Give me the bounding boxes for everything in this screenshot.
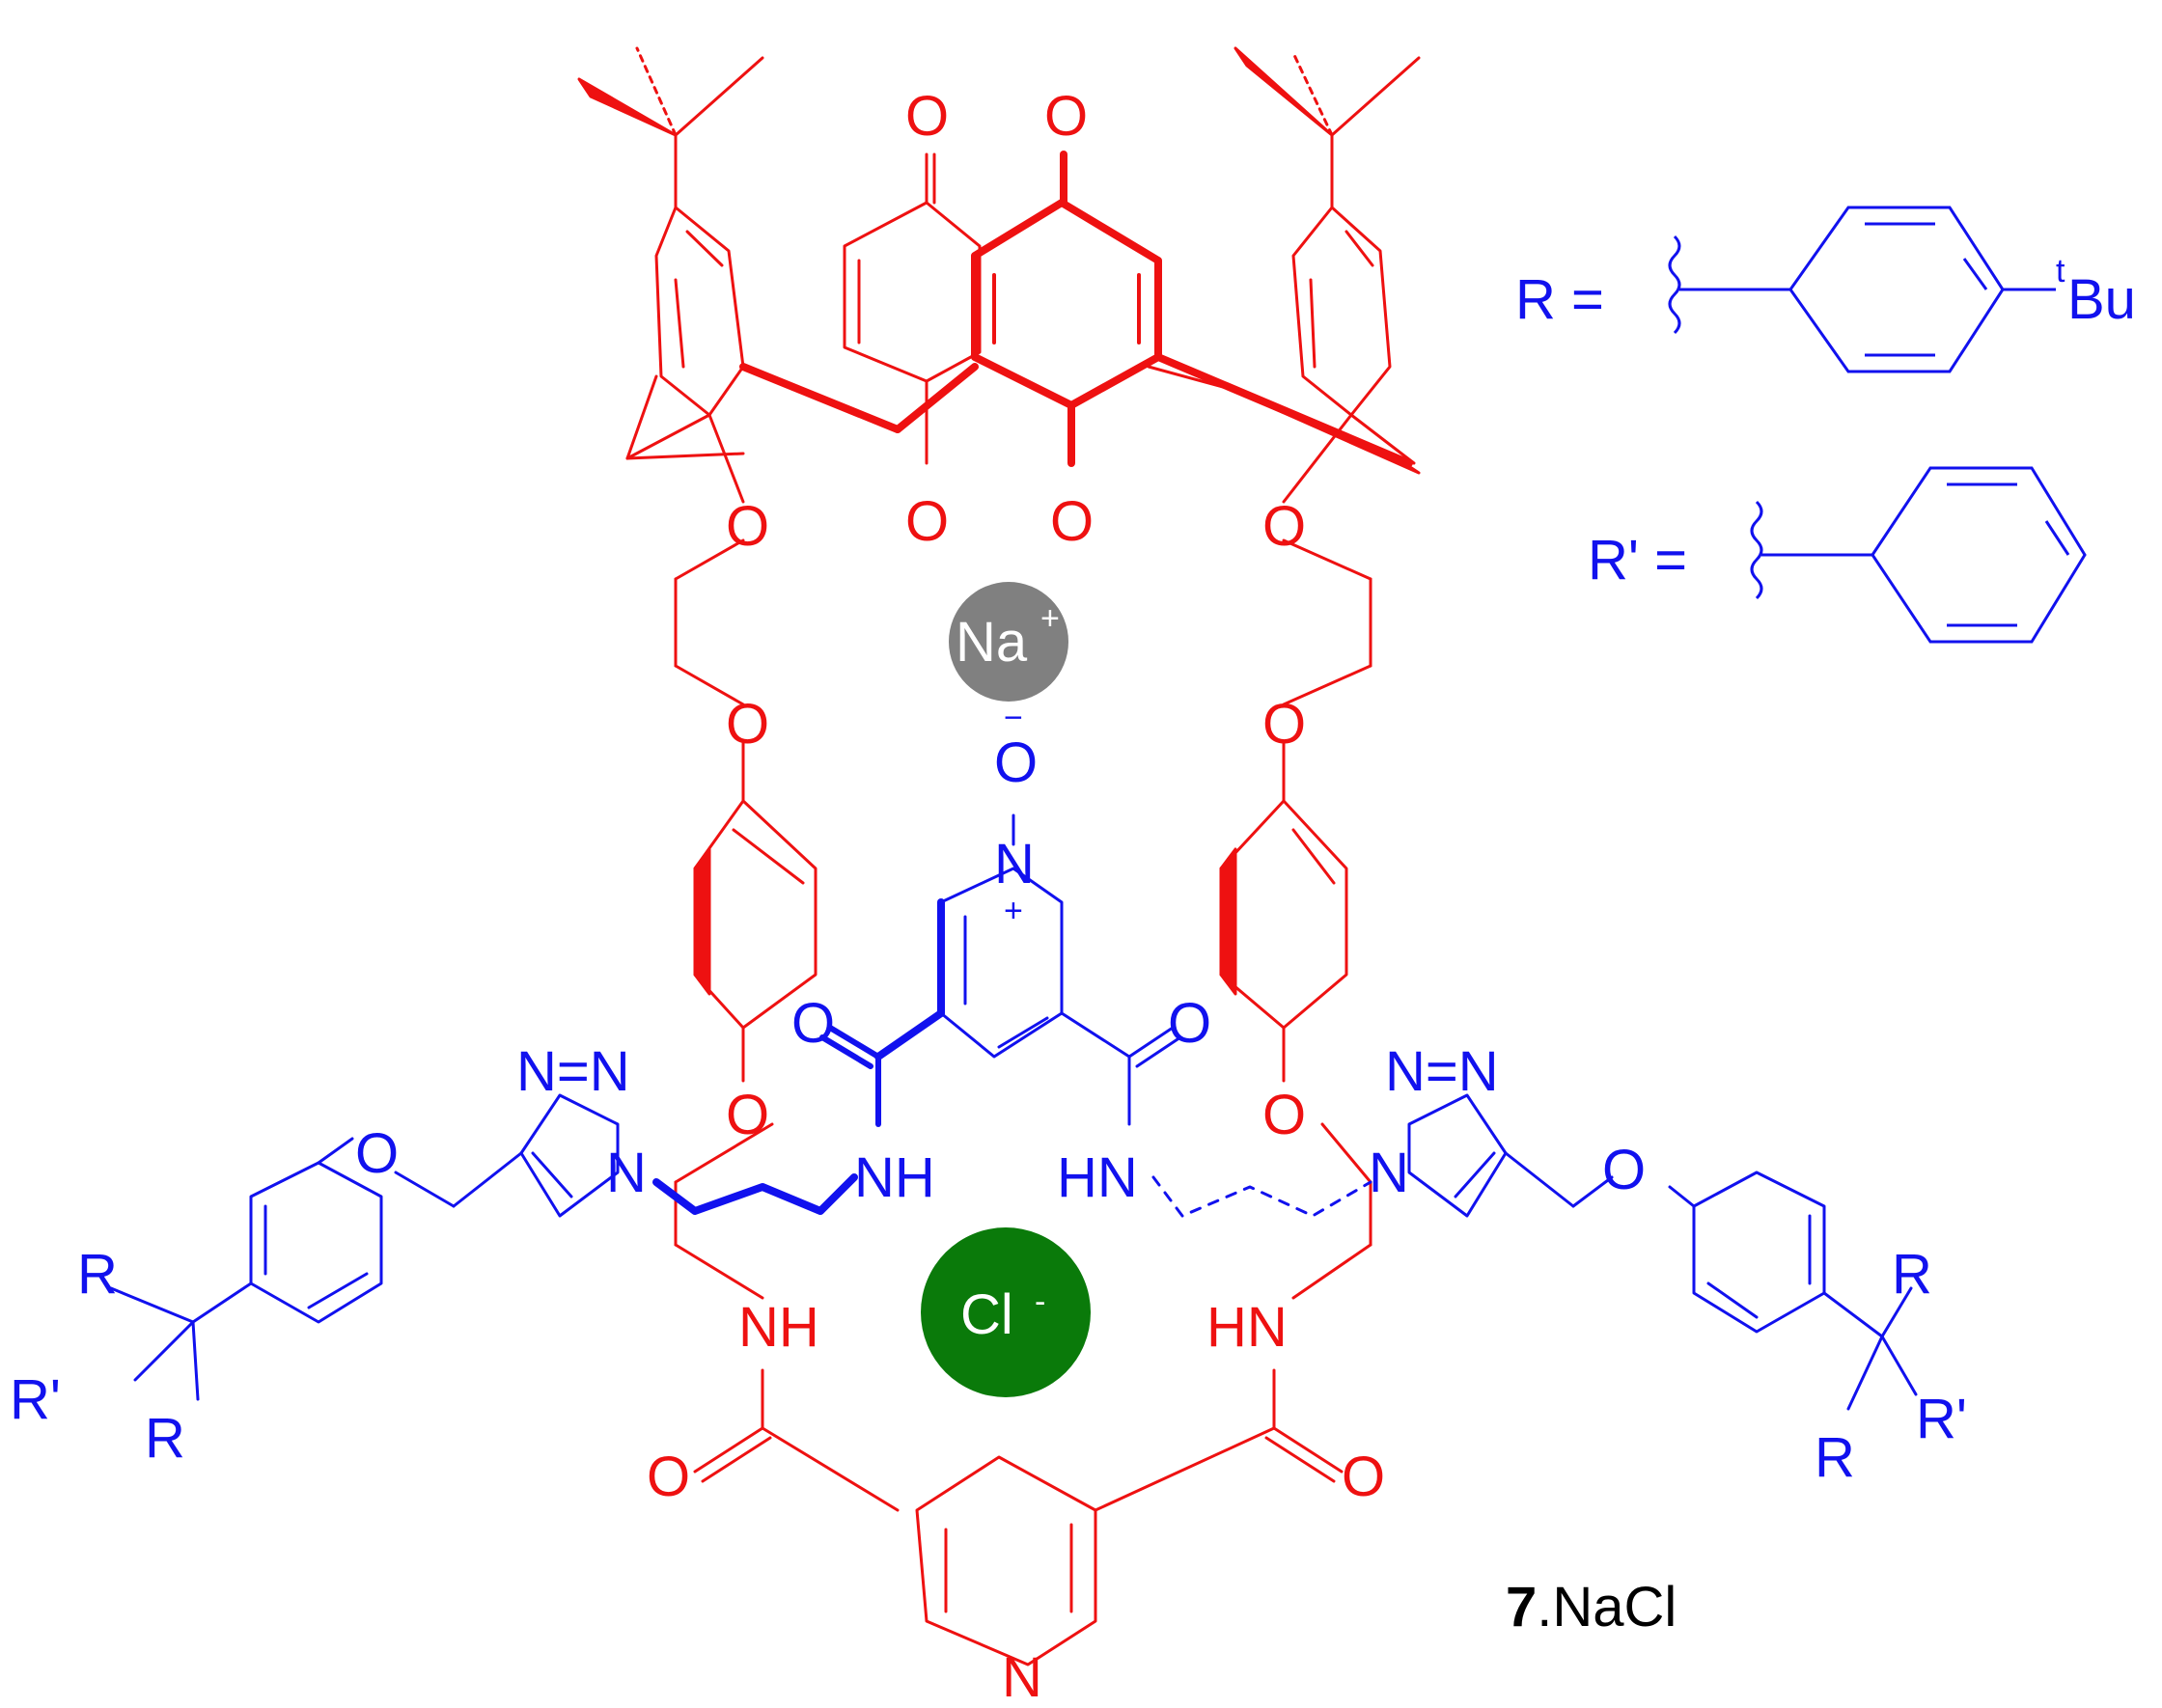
triazole-label: N=N bbox=[1385, 1040, 1499, 1103]
chloride-ion: Cl - bbox=[921, 1227, 1091, 1397]
wavy-bond-icon bbox=[1750, 500, 1763, 600]
oxygen-label: O bbox=[905, 85, 949, 148]
r-prime-definition: R' = bbox=[1588, 466, 2087, 644]
r-group-label: R bbox=[77, 1243, 118, 1306]
oxygen-label: O bbox=[994, 731, 1038, 794]
r-group-label: R bbox=[1892, 1243, 1932, 1306]
wavy-bond-icon bbox=[1668, 234, 1681, 335]
oxygen-label: O bbox=[726, 495, 769, 558]
sodium-ion: Na + bbox=[949, 582, 1068, 702]
r-definition-label: R = bbox=[1515, 268, 1604, 331]
nitrogen-label: N bbox=[994, 833, 1035, 895]
nitroxide-minus-charge: − bbox=[1004, 700, 1023, 736]
oxygen-label: O bbox=[647, 1446, 690, 1508]
amide-nh-label: NH bbox=[854, 1146, 935, 1209]
oxygen-label: O bbox=[1168, 992, 1211, 1055]
chloride-charge: - bbox=[1035, 1283, 1045, 1320]
axle-atom-labels: − O N + O O NH HN N=N N N=N N O O R R' R… bbox=[10, 700, 1967, 1489]
pyridinium-plus-charge: + bbox=[1004, 893, 1023, 929]
svg-text:7.NaCl: 7.NaCl bbox=[1506, 1576, 1677, 1639]
chloride-symbol: Cl bbox=[960, 1283, 1013, 1346]
compound-label: 7.NaCl bbox=[1506, 1576, 1677, 1639]
oxygen-label: O bbox=[1044, 85, 1088, 148]
oxygen-label: O bbox=[905, 490, 949, 553]
oxygen-label: O bbox=[726, 693, 769, 756]
nitrogen-label: N bbox=[1002, 1646, 1042, 1708]
oxygen-label: O bbox=[1262, 693, 1306, 756]
r-group-label: R bbox=[145, 1407, 185, 1470]
compound-number: 7 bbox=[1506, 1576, 1537, 1639]
sodium-symbol: Na bbox=[956, 611, 1028, 674]
amide-nh-label: NH bbox=[738, 1296, 819, 1359]
rotaxane-axle bbox=[109, 813, 1918, 1411]
nitrogen-label: N bbox=[606, 1142, 647, 1204]
r-definition: R = t Bu bbox=[1515, 206, 2136, 373]
triazole-label: N=N bbox=[516, 1040, 630, 1103]
oxygen-label: O bbox=[726, 1084, 769, 1146]
compound-suffix: .NaCl bbox=[1537, 1576, 1677, 1639]
oxygen-label: O bbox=[1602, 1139, 1646, 1201]
calixarene-host bbox=[577, 46, 1421, 1667]
r-prime-definition-label: R' = bbox=[1588, 529, 1687, 592]
r-prime-group-label: R' bbox=[10, 1368, 61, 1431]
r-group-label: R bbox=[1815, 1426, 1855, 1489]
host-atom-labels: O O O O O O O O O O NH HN O O N bbox=[647, 85, 1385, 1708]
oxygen-label: O bbox=[1050, 490, 1094, 553]
tert-prefix: t bbox=[2056, 253, 2065, 289]
oxygen-label: O bbox=[355, 1122, 399, 1185]
oxygen-label: O bbox=[1262, 1084, 1306, 1146]
tbu-label: Bu bbox=[2067, 268, 2136, 331]
oxygen-label: O bbox=[1342, 1446, 1385, 1508]
oxygen-label: O bbox=[791, 992, 835, 1055]
nitrogen-label: N bbox=[1369, 1142, 1409, 1204]
oxygen-label: O bbox=[1262, 495, 1306, 558]
r-prime-group-label: R' bbox=[1916, 1388, 1967, 1450]
sodium-charge: + bbox=[1040, 600, 1060, 637]
amide-hn-label: HN bbox=[1206, 1296, 1288, 1359]
amide-hn-label: HN bbox=[1057, 1146, 1138, 1209]
